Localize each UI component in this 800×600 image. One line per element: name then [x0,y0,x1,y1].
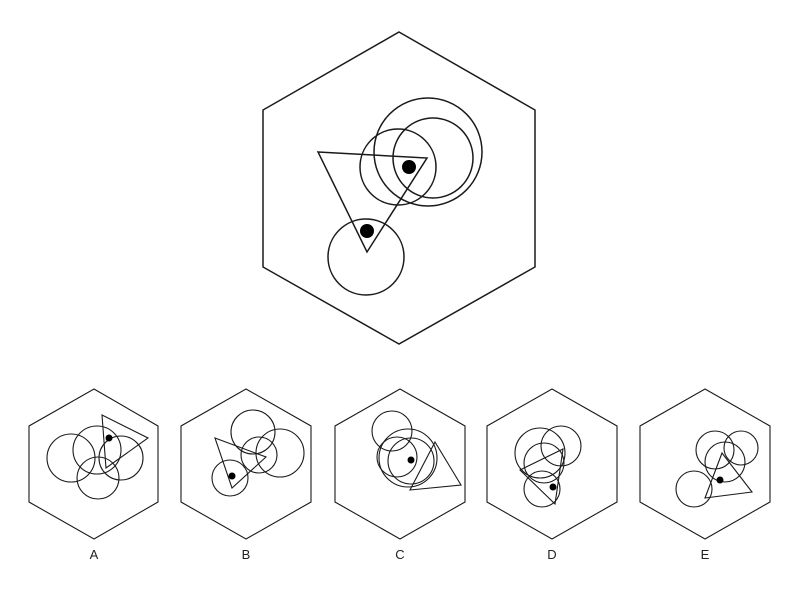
main-circle-medium [392,117,474,199]
main-circle-small [359,128,437,206]
option-c-circle-large [378,428,438,488]
question-figure [262,31,536,345]
option-e-circle-top-right [723,430,759,466]
option-d-circle-middle [523,442,565,484]
option-c-triangle [409,440,462,491]
option-d-dot [549,483,557,491]
option-d-circle-bottom [523,470,561,508]
option-d-triangle [519,448,564,506]
option-e[interactable]: E [639,388,771,562]
option-a-circle-center [72,425,122,475]
option-a-label: A [90,547,99,562]
option-e-hexagon [639,388,771,540]
option-b-hexagon [180,388,312,540]
option-b-label: B [242,547,251,562]
option-b[interactable]: B [180,388,312,562]
option-c-dot [407,456,415,464]
option-b-circle-bottom [211,459,249,497]
option-c-label: C [395,547,404,562]
main-hexagon [262,31,536,345]
option-a-triangle [101,414,150,470]
option-e-circle-center [704,441,746,483]
option-e-circle-bottom [675,470,713,508]
main-dot-lower [360,224,374,238]
option-c-circle-top [371,410,413,452]
option-b-circle-right-large [255,428,305,478]
option-a-circle-bottom [76,456,120,500]
option-e-label: E [701,547,710,562]
option-b-triangle [214,437,268,489]
option-e-dot [716,476,724,484]
option-a-circle-left [46,433,96,483]
option-c-hexagon [334,388,466,540]
option-c[interactable]: C [334,388,466,562]
option-d-hexagon [486,388,618,540]
option-a[interactable]: A [28,388,159,562]
main-dot-upper [402,160,416,174]
option-b-dot [228,472,236,480]
option-b-circle-top [230,409,276,455]
option-e-triangle [704,451,754,499]
option-c-circle-small [376,436,418,478]
option-a-circle-right [98,435,144,481]
option-e-circle-top-left [695,430,735,470]
main-circle-bottom [327,218,405,296]
main-triangle [316,151,429,254]
option-d-circle-large [514,427,566,479]
option-b-circle-small [240,436,278,474]
option-d-label: D [547,547,556,562]
option-c-circle-medium [387,437,435,485]
option-a-hexagon [28,388,159,540]
main-circle-large [373,97,483,207]
option-d[interactable]: D [486,388,618,562]
option-a-dot [105,434,113,442]
